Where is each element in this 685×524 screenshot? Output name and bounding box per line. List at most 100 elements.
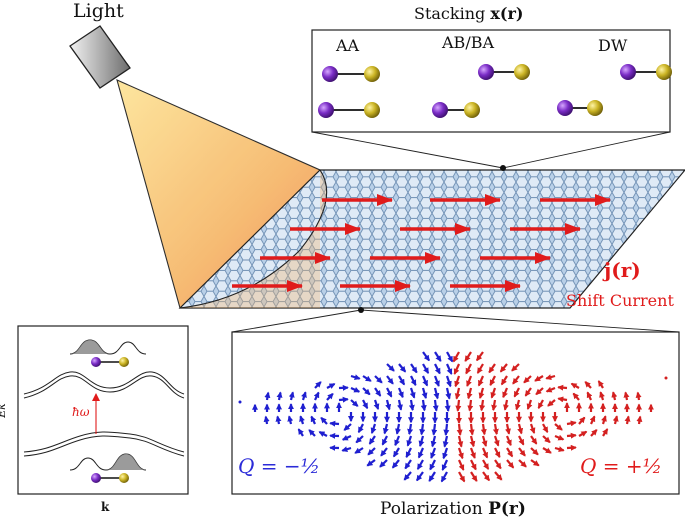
vector-blue	[434, 351, 442, 362]
vector-blue	[386, 387, 393, 398]
vector-red	[513, 387, 520, 398]
vector-blue	[374, 375, 383, 384]
purple-atom	[620, 64, 636, 80]
shift-current-arrows	[232, 194, 611, 292]
gold-atom	[514, 64, 530, 80]
vector-blue	[421, 375, 429, 387]
vector-red	[503, 399, 509, 411]
stacking-pointer-dot	[500, 165, 506, 171]
q-right-label: Q = +½	[580, 454, 663, 478]
stacking-title: Stacking x(r)	[414, 4, 523, 23]
vector-blue	[381, 435, 388, 446]
gold-atom	[587, 100, 603, 116]
vector-red	[518, 447, 526, 457]
vector-blue	[430, 447, 437, 459]
stacking-title-symbol: x(r)	[490, 4, 524, 23]
stacking-dimer	[620, 64, 672, 80]
shift-current-label: Shift Current	[566, 291, 674, 310]
gold-atom	[364, 102, 380, 118]
vector-blue	[446, 351, 454, 363]
vector-red	[502, 387, 509, 399]
vector-blue	[434, 363, 441, 375]
vector-red	[545, 374, 556, 380]
vector-blue	[355, 435, 364, 444]
vector-red	[554, 423, 563, 431]
stacking-label-dw: DW	[598, 36, 628, 55]
vector-red	[499, 363, 508, 373]
vector-red	[534, 375, 544, 382]
vector-blue	[287, 415, 294, 425]
vector-red	[464, 351, 472, 362]
vector-red	[491, 399, 498, 412]
vector-red	[494, 471, 503, 481]
vector-blue	[398, 375, 406, 386]
vector-blue	[406, 435, 413, 447]
vector-blue	[441, 459, 449, 471]
vector-red	[493, 435, 500, 447]
vector-red	[455, 399, 462, 412]
polarization-label: Polarization	[380, 499, 483, 519]
vector-red	[542, 447, 552, 454]
vector-red	[530, 447, 539, 456]
vector-blue	[275, 415, 282, 425]
vector-blue	[350, 399, 359, 407]
vector-red	[470, 471, 478, 482]
vector-blue	[421, 387, 428, 399]
vector-blue	[407, 423, 414, 436]
vector-red	[489, 375, 496, 386]
vector-red	[554, 446, 565, 452]
vector-blue	[382, 423, 389, 435]
vector-blue	[440, 471, 448, 483]
vector-red	[475, 351, 484, 362]
lamp-icon	[69, 25, 131, 89]
vector-red	[530, 459, 540, 467]
vector-red	[481, 435, 488, 447]
vector-red	[635, 391, 642, 401]
purple-atom	[432, 102, 448, 118]
vector-red	[597, 380, 604, 389]
vector-blue	[410, 363, 418, 374]
vector-red	[542, 435, 551, 444]
purple-atom	[557, 100, 573, 116]
vector-red	[554, 434, 565, 441]
vector-blue	[445, 387, 452, 400]
vector-red	[518, 435, 525, 446]
vector-red	[547, 399, 556, 407]
vector-blue	[320, 416, 328, 425]
vector-red	[570, 382, 580, 389]
vector-red	[506, 459, 515, 469]
vector-red	[557, 396, 568, 403]
vector-red	[542, 423, 549, 434]
vector-red	[566, 432, 577, 439]
vector-red	[505, 423, 511, 435]
vector-red	[602, 428, 609, 437]
vector-blue	[422, 363, 430, 374]
vector-red	[457, 435, 464, 448]
vector-red	[453, 363, 461, 375]
vector-red	[458, 471, 466, 483]
vector-red	[590, 429, 598, 437]
vector-red	[506, 447, 514, 458]
vector-red	[470, 459, 477, 471]
vector-blue	[444, 399, 451, 412]
vector-dot	[238, 400, 242, 404]
vector-blue	[420, 399, 427, 412]
vector-red	[482, 471, 491, 482]
vector-red	[492, 423, 499, 436]
vector-red	[482, 459, 490, 470]
vector-blue	[417, 447, 425, 459]
stacking-label-aa: AA	[336, 36, 360, 55]
band-ylabel: Ek	[0, 403, 8, 418]
vector-blue	[379, 459, 388, 468]
vector-blue	[408, 399, 415, 412]
vector-red	[469, 435, 476, 448]
vector-blue	[392, 447, 400, 458]
vector-red	[517, 423, 524, 435]
vector-blue	[318, 430, 328, 437]
band-xlabel: k	[101, 500, 110, 514]
vector-blue	[263, 415, 270, 425]
wavefunction-bottom	[69, 453, 147, 483]
vector-red	[636, 415, 643, 425]
vector-red	[490, 387, 497, 399]
polarization-caption: Polarization P(r)	[380, 499, 526, 519]
